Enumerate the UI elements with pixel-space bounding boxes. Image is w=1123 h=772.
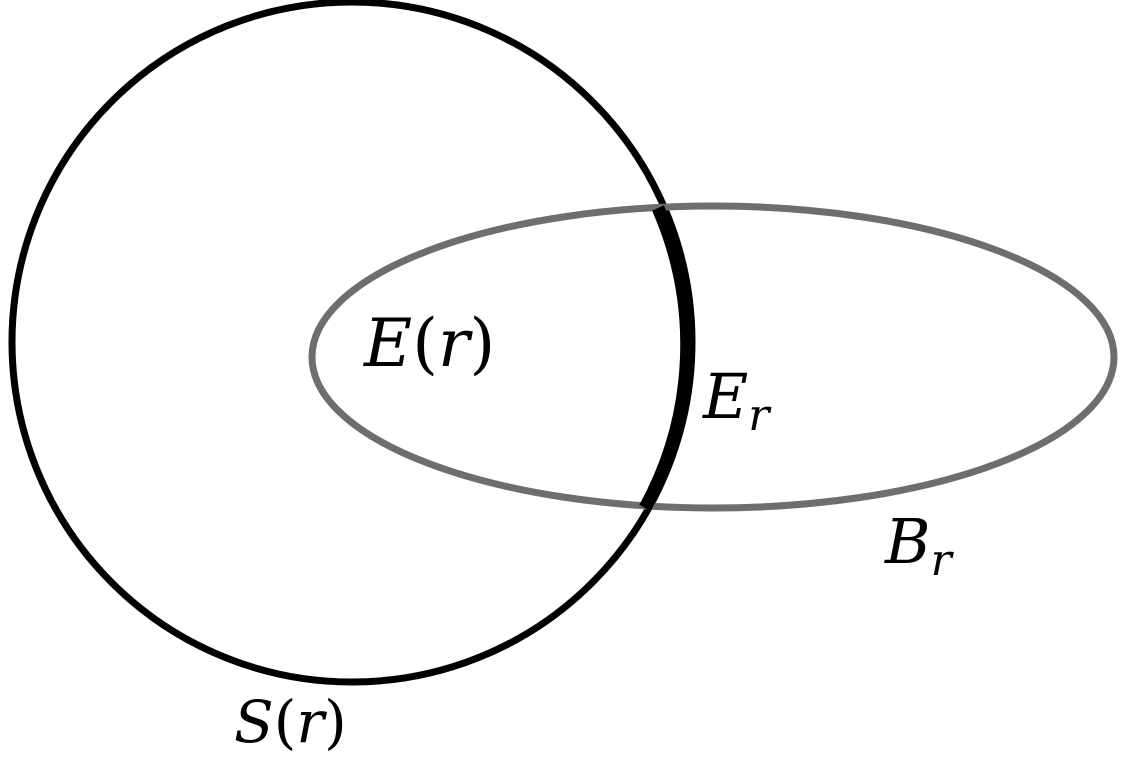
label-b-sub-r: Br — [884, 505, 955, 586]
label-s-of-r: S(r) — [234, 688, 347, 756]
arc-e-r — [639, 205, 694, 512]
label-e-of-r-arg: r — [438, 305, 473, 382]
circle-s-r — [8, 0, 696, 686]
label-s-of-r-main: S — [234, 688, 274, 756]
label-e-of-r: E(r) — [363, 305, 495, 382]
label-e-of-r-open: ( — [412, 305, 438, 382]
label-s-of-r-close: ) — [324, 688, 347, 756]
label-e-sub-r-sub: r — [748, 390, 772, 441]
label-b-sub-r-sub: r — [931, 535, 955, 586]
label-b-sub-r-main: B — [884, 505, 931, 578]
label-e-sub-r-main: E — [702, 360, 748, 433]
label-e-of-r-main: E — [363, 305, 412, 382]
label-e-of-r-close: ) — [470, 305, 496, 382]
label-e-sub-r: Er — [702, 360, 772, 441]
label-s-of-r-arg: r — [296, 688, 327, 756]
label-s-of-r-open: ( — [274, 688, 297, 756]
ellipse-b-r — [308, 202, 1118, 512]
